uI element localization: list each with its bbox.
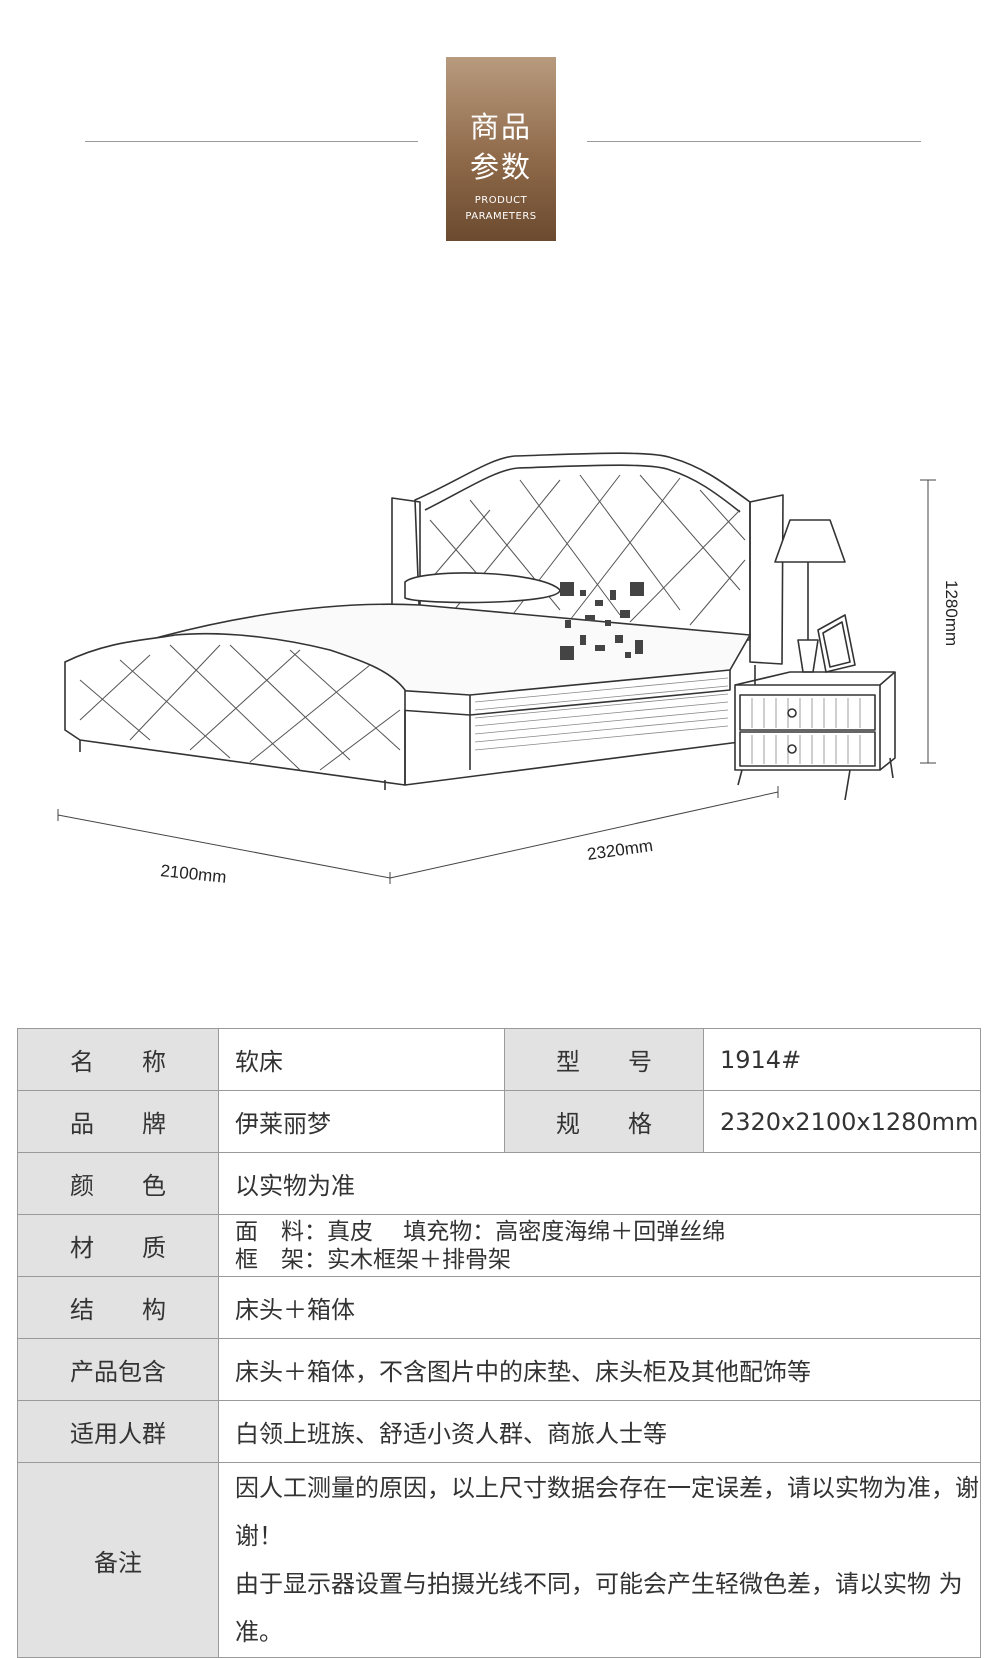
table-row: 结 构 床头＋箱体 — [17, 1276, 981, 1339]
badge-title-line1: 商品 — [469, 110, 532, 144]
table-row: 颜 色 以实物为准 — [17, 1152, 981, 1215]
param-key-structure: 结 构 — [17, 1276, 219, 1339]
param-value-spec: 2320x2100x1280mm — [703, 1090, 981, 1153]
param-key-color: 颜 色 — [17, 1152, 219, 1215]
param-key-brand: 品 牌 — [17, 1090, 219, 1153]
param-value-brand: 伊莱丽梦 — [218, 1090, 505, 1153]
param-key-users: 适用人群 — [17, 1400, 219, 1463]
note-line-1: 因人工测量的原因，以上尺寸数据会存在一定误差，请以实物为准，谢谢！ — [235, 1474, 979, 1550]
param-value-material: 面 料：真皮 填充物：高密度海绵＋回弹丝绵 框 架：实木框架＋排骨架 — [218, 1214, 981, 1277]
table-row: 名 称 软床 型 号 1914# — [17, 1028, 981, 1091]
param-key-contents: 产品包含 — [17, 1338, 219, 1401]
badge-subtitle-line1: PRODUCT — [474, 195, 528, 206]
header-divider-right — [587, 141, 921, 142]
header-divider-left — [85, 141, 418, 142]
length-dimension-label: 2320mm — [586, 836, 654, 864]
badge-subtitle-line2: PARAMETERS — [465, 211, 537, 222]
bed-dimension-drawing: 1280mm 2100mm 2320mm — [57, 452, 961, 887]
param-value-name: 软床 — [218, 1028, 505, 1091]
param-value-structure: 床头＋箱体 — [218, 1276, 981, 1339]
param-key-spec: 规 格 — [504, 1090, 704, 1153]
parameters-table: 名 称 软床 型 号 1914# 品 牌 伊莱丽梦 规 格 2320x2100x… — [17, 1028, 981, 1658]
param-value-model: 1914# — [703, 1028, 981, 1091]
param-key-name: 名 称 — [17, 1028, 219, 1091]
param-key-model: 型 号 — [504, 1028, 704, 1091]
badge-title-line2: 参数 — [469, 150, 532, 184]
param-value-contents: 床头＋箱体，不含图片中的床垫、床头柜及其他配饰等 — [218, 1338, 981, 1401]
material-line-2: 框 架：实木框架＋排骨架 — [235, 1246, 511, 1273]
table-row: 产品包含 床头＋箱体，不含图片中的床垫、床头柜及其他配饰等 — [17, 1338, 981, 1401]
table-row: 适用人群 白领上班族、舒适小资人群、商旅人士等 — [17, 1400, 981, 1463]
section-badge: 商品 参数 PRODUCT PARAMETERS — [446, 57, 556, 241]
param-value-color: 以实物为准 — [218, 1152, 981, 1215]
note-line-2: 由于显示器设置与拍摄光线不同，可能会产生轻微色差，请以实物 为准。 — [235, 1570, 963, 1646]
param-key-note: 备注 — [17, 1462, 219, 1658]
table-row: 备注 因人工测量的原因，以上尺寸数据会存在一定误差，请以实物为准，谢谢！ 由于显… — [17, 1462, 981, 1658]
param-value-note: 因人工测量的原因，以上尺寸数据会存在一定误差，请以实物为准，谢谢！ 由于显示器设… — [218, 1462, 981, 1658]
param-value-users: 白领上班族、舒适小资人群、商旅人士等 — [218, 1400, 981, 1463]
param-key-material: 材 质 — [17, 1214, 219, 1277]
height-dimension-label: 1280mm — [942, 580, 961, 646]
width-dimension-label: 2100mm — [160, 861, 228, 887]
table-row: 品 牌 伊莱丽梦 规 格 2320x2100x1280mm — [17, 1090, 981, 1153]
table-row: 材 质 面 料：真皮 填充物：高密度海绵＋回弹丝绵 框 架：实木框架＋排骨架 — [17, 1214, 981, 1277]
material-line-1: 面 料：真皮 填充物：高密度海绵＋回弹丝绵 — [235, 1218, 726, 1245]
